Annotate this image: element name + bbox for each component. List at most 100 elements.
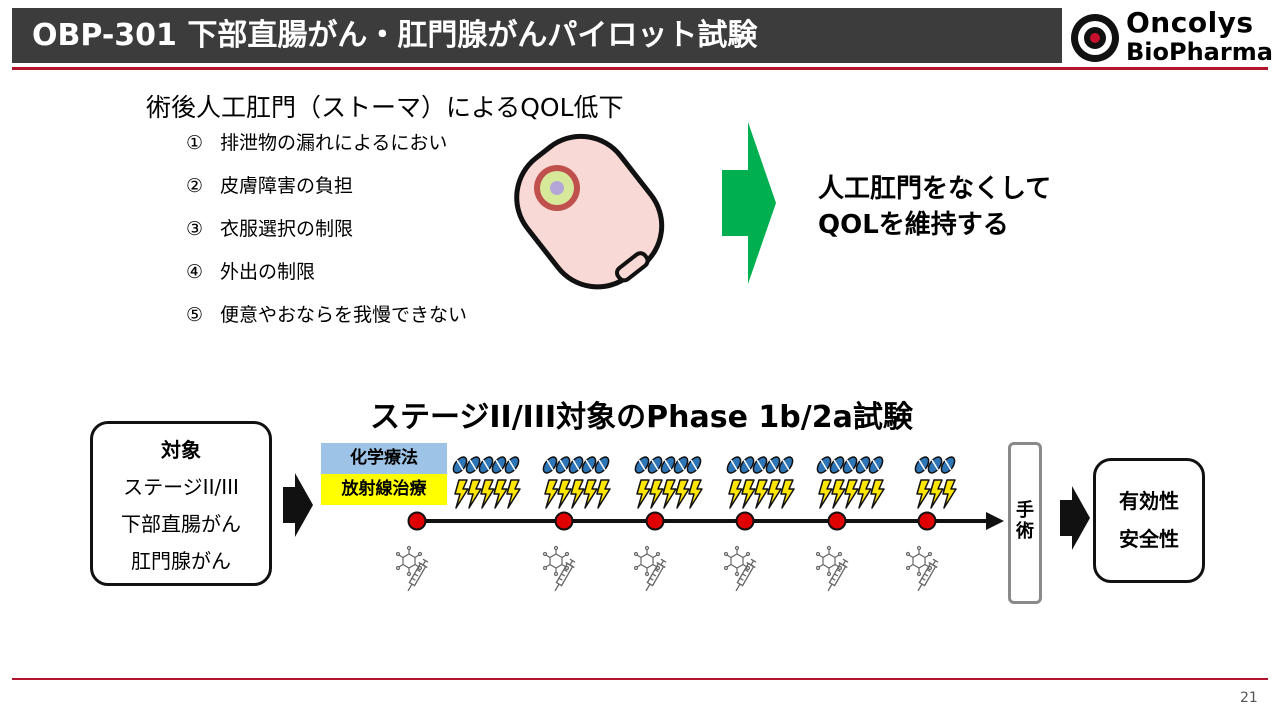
problem-item: ③ 衣服選択の制限 bbox=[186, 214, 353, 241]
virus-injection-icon bbox=[395, 545, 431, 595]
virus-injection-icon bbox=[905, 545, 941, 595]
problem-item: ① 排泄物の漏れによるにおい bbox=[186, 128, 447, 155]
chemo-pill-icon bbox=[839, 454, 861, 476]
chemo-pill-icon bbox=[775, 454, 797, 476]
chemo-pill-icon bbox=[826, 454, 848, 476]
dose-marker bbox=[407, 511, 427, 531]
virus-injection-icon bbox=[815, 545, 851, 595]
radiation-bolt-icon bbox=[493, 479, 508, 509]
target-box: 対象 ステージII/III 下部直腸がん 肛門腺がん bbox=[90, 421, 272, 586]
problem-number: ② bbox=[186, 175, 204, 197]
trial-title: ステージII/III対象のPhase 1b/2a試験 bbox=[370, 400, 913, 435]
title-bar bbox=[12, 8, 1062, 63]
problem-heading: 術後人工肛門（ストーマ）によるQOL低下 bbox=[146, 93, 624, 122]
outcome-line: 有効性 bbox=[1119, 489, 1179, 513]
problem-number: ① bbox=[186, 132, 204, 154]
logo-text-biopharma: BioPharma bbox=[1126, 38, 1273, 66]
radiation-bolt-icon bbox=[506, 479, 521, 509]
radiation-bolt-icon bbox=[675, 479, 690, 509]
treatment-timeline bbox=[395, 454, 1004, 595]
radiation-bolt-icon bbox=[688, 479, 703, 509]
radiation-bolt-icon bbox=[916, 479, 931, 509]
chemo-pill-icon bbox=[852, 454, 874, 476]
outcome-line: 安全性 bbox=[1119, 527, 1179, 551]
chemo-pill-icon bbox=[749, 454, 771, 476]
dose-marker bbox=[554, 511, 574, 531]
problem-number: ⑤ bbox=[186, 304, 204, 326]
company-logo bbox=[1066, 8, 1268, 66]
radiation-bolt-icon bbox=[480, 479, 495, 509]
chemo-pill-icon bbox=[736, 454, 758, 476]
chemo-pill-icon bbox=[865, 454, 887, 476]
radiation-bolt-icon bbox=[831, 479, 846, 509]
problem-number: ④ bbox=[186, 261, 204, 283]
radiation-bolt-icon bbox=[544, 479, 559, 509]
chemo-pill-icon bbox=[449, 454, 471, 476]
chemotherapy-label: 化学療法 bbox=[321, 443, 447, 474]
chemo-pill-icon bbox=[762, 454, 784, 476]
radiation-bolt-icon bbox=[857, 479, 872, 509]
virus-injection-icon bbox=[542, 545, 578, 595]
radiation-bolt-icon bbox=[767, 479, 782, 509]
chemo-pill-icon bbox=[475, 454, 497, 476]
chemo-pill-icon bbox=[657, 454, 679, 476]
radiation-bolt-icon bbox=[583, 479, 598, 509]
logo-text-oncolys: Oncolys bbox=[1126, 6, 1254, 39]
radiation-bolt-icon bbox=[649, 479, 664, 509]
radiotherapy-label: 放射線治療 bbox=[321, 474, 447, 505]
target-title: 対象 bbox=[161, 438, 201, 462]
chemo-pill-icon bbox=[631, 454, 653, 476]
radiation-bolt-icon bbox=[728, 479, 743, 509]
problem-text: 衣服選択の制限 bbox=[220, 218, 354, 240]
radiation-bolt-icon bbox=[467, 479, 482, 509]
problem-text: 排泄物の漏れによるにおい bbox=[220, 132, 448, 154]
problem-number: ③ bbox=[186, 218, 204, 240]
green-arrow bbox=[722, 122, 776, 284]
problem-item: ④ 外出の制限 bbox=[186, 257, 315, 284]
chemo-pill-icon bbox=[644, 454, 666, 476]
chemo-pill-icon bbox=[462, 454, 484, 476]
goal-line: 人工肛門をなくして bbox=[818, 174, 1052, 204]
radiation-bolt-icon bbox=[741, 479, 756, 509]
stoma-bag-illustration bbox=[514, 133, 665, 290]
radiation-bolt-icon bbox=[844, 479, 859, 509]
goal-line: QOLを維持する bbox=[818, 210, 1009, 240]
dose-marker bbox=[827, 511, 847, 531]
surgery-box bbox=[1008, 442, 1042, 604]
radiation-bolt-icon bbox=[754, 479, 769, 509]
chemo-pill-icon bbox=[488, 454, 510, 476]
chemo-pill-icon bbox=[565, 454, 587, 476]
slide-title: OBP-301 下部直腸がん・肛門腺がんパイロット試験 bbox=[32, 18, 758, 53]
radiation-bolt-icon bbox=[454, 479, 469, 509]
chemo-pill-icon bbox=[501, 454, 523, 476]
target-line: 下部直腸がん bbox=[121, 512, 241, 536]
header-rule bbox=[12, 67, 1268, 70]
chemo-pill-icon bbox=[578, 454, 600, 476]
radiation-bolt-icon bbox=[570, 479, 585, 509]
chemo-pill-icon bbox=[813, 454, 835, 476]
problem-text: 外出の制限 bbox=[220, 261, 316, 283]
outcome-box: 有効性 安全性 bbox=[1093, 458, 1205, 583]
radiation-bolt-icon bbox=[596, 479, 611, 509]
virus-injection-icon bbox=[633, 545, 669, 595]
radiation-bolt-icon bbox=[662, 479, 677, 509]
chemo-pill-icon bbox=[723, 454, 745, 476]
problem-item: ② 皮膚障害の負担 bbox=[186, 171, 353, 198]
flow-arrow-left bbox=[283, 473, 313, 537]
chemo-pill-icon bbox=[539, 454, 561, 476]
chemo-pill-icon bbox=[683, 454, 705, 476]
target-line: 肛門腺がん bbox=[131, 549, 231, 573]
radiation-bolt-icon bbox=[636, 479, 651, 509]
dose-marker bbox=[645, 511, 665, 531]
problem-text: 皮膚障害の負担 bbox=[220, 175, 354, 197]
goal-text: 人工肛門をなくして QOLを維持する bbox=[818, 171, 1051, 243]
chemo-pill-icon bbox=[670, 454, 692, 476]
target-line: ステージII/III bbox=[123, 475, 239, 499]
virus-injection-icon bbox=[723, 545, 759, 595]
page-number: 21 bbox=[1240, 690, 1258, 706]
radiation-bolt-icon bbox=[929, 479, 944, 509]
radiation-bolt-icon bbox=[780, 479, 795, 509]
chemo-pill-icon bbox=[924, 454, 946, 476]
chemo-pill-icon bbox=[911, 454, 933, 476]
